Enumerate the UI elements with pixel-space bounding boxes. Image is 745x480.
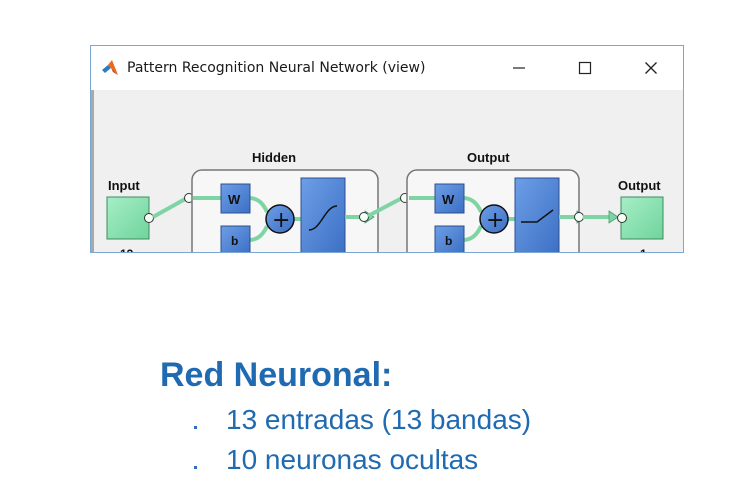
output-sum-symbol: + xyxy=(486,208,504,233)
network-view-window: Pattern Recognition Neural Network (view… xyxy=(90,45,684,253)
input-size: 13 xyxy=(120,247,134,252)
output-bias-block xyxy=(434,225,465,252)
input-port xyxy=(144,213,154,223)
bullet-text: 13 entradas (13 bandas) xyxy=(226,404,532,435)
window-title: Pattern Recognition Neural Network (view… xyxy=(127,60,426,76)
network-diagram-area: Input 13 Hidden W b + 10 xyxy=(91,90,683,252)
output-port xyxy=(617,213,627,223)
output-sum-node xyxy=(479,204,509,234)
hidden-sum-symbol: + xyxy=(272,208,290,233)
window-left-edge xyxy=(91,90,94,252)
close-button[interactable] xyxy=(619,46,683,90)
output-block xyxy=(620,196,664,240)
bullet-item: 13 entradas (13 bandas) xyxy=(194,404,594,438)
output-bias-label: b xyxy=(445,234,452,248)
maximize-icon xyxy=(578,61,592,75)
sigmoid-icon xyxy=(308,205,338,231)
bullet-dot-icon xyxy=(194,466,197,469)
title-bar[interactable]: Pattern Recognition Neural Network (view… xyxy=(91,46,683,90)
output-weight-block xyxy=(434,183,465,214)
input-label: Input xyxy=(108,178,140,193)
bullet-dot-icon xyxy=(194,426,197,429)
input-block xyxy=(106,196,150,240)
caption-heading: Red Neuronal: xyxy=(160,356,393,394)
bullet-item: 10 neuronas ocultas xyxy=(194,444,594,478)
hidden-sum-node xyxy=(265,204,295,234)
linear-transfer-icon xyxy=(521,209,554,223)
hidden-weight-block xyxy=(220,183,251,214)
hidden-bias-label: b xyxy=(231,234,238,248)
network-diagram: Input 13 Hidden W b + 10 xyxy=(106,150,664,252)
output-label: Output xyxy=(618,178,661,193)
output-transfer-block xyxy=(514,177,560,252)
matlab-icon xyxy=(102,60,118,75)
hidden-transfer-block xyxy=(300,177,346,252)
bullet-text: 10 neuronas ocultas xyxy=(226,444,479,475)
input-connector xyxy=(152,196,188,219)
close-icon xyxy=(645,62,657,74)
output-size: 1 xyxy=(640,247,647,252)
maximize-button[interactable] xyxy=(553,46,617,90)
hidden-output-connector xyxy=(367,196,403,218)
hidden-layer-label: Hidden xyxy=(252,150,296,165)
output-weight-label: W xyxy=(442,192,455,207)
minimize-button[interactable] xyxy=(487,46,551,90)
output-layer-label: Output xyxy=(467,150,510,165)
minimize-icon xyxy=(513,67,525,69)
hidden-bias-block xyxy=(220,225,251,252)
hidden-weight-label: W xyxy=(228,192,241,207)
